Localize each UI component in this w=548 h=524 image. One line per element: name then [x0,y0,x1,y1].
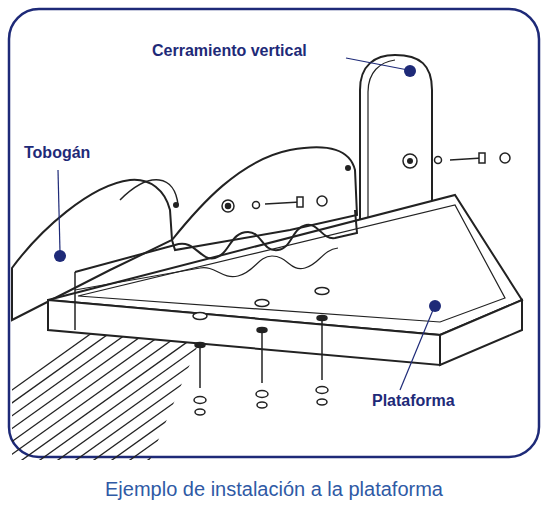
caption: Ejemplo de instalación a la plataforma [105,478,443,501]
part-label: Tobogán [22,144,92,162]
frame [9,9,539,457]
part-label: Cerramiento vertical [150,42,309,60]
part-label: Plataforma [370,392,457,410]
